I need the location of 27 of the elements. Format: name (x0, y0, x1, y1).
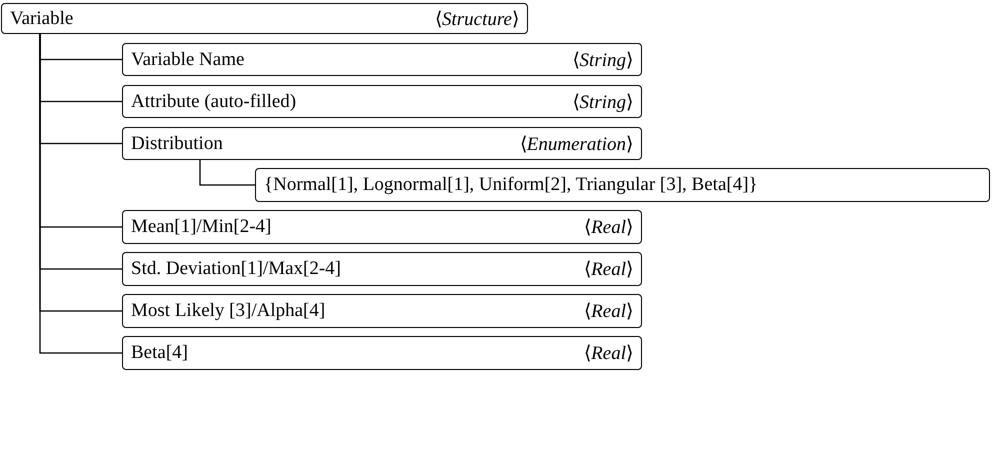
record-box (122, 43, 642, 76)
field-name: Distribution (131, 132, 223, 154)
type-label: ⟨Real⟩ (584, 342, 633, 365)
value-box (255, 168, 990, 202)
type-label: ⟨Enumeration⟩ (520, 132, 633, 156)
record-box (122, 294, 642, 328)
type-label: ⟨String⟩ (572, 90, 633, 114)
record-box (122, 85, 642, 118)
type-label: ⟨Structure⟩ (434, 8, 519, 30)
field-name: Mean[1]/Min[2-4] (131, 216, 272, 238)
field-name: Attribute (auto-filled) (131, 90, 296, 112)
field-name: Variable (10, 8, 74, 30)
record-box (122, 210, 642, 244)
record-box (1, 3, 528, 34)
field-name: Most Likely [3]/Alpha[4] (131, 300, 326, 322)
type-label: ⟨String⟩ (572, 48, 633, 72)
field-name: Variable Name (131, 48, 244, 70)
type-label: ⟨Real⟩ (584, 258, 633, 281)
type-label: ⟨Real⟩ (584, 216, 633, 239)
enum-values: {Normal[1], Lognormal[1], Uniform[2], Triangular [3], Beta[4]} (264, 174, 758, 196)
tree-connector (199, 160, 255, 186)
field-name: Beta[4] (131, 342, 188, 364)
record-box (122, 252, 642, 286)
record-box (122, 127, 642, 160)
field-name: Std. Deviation[1]/Max[2-4] (131, 258, 342, 280)
record-box (122, 336, 642, 370)
type-label: ⟨Real⟩ (584, 300, 633, 323)
